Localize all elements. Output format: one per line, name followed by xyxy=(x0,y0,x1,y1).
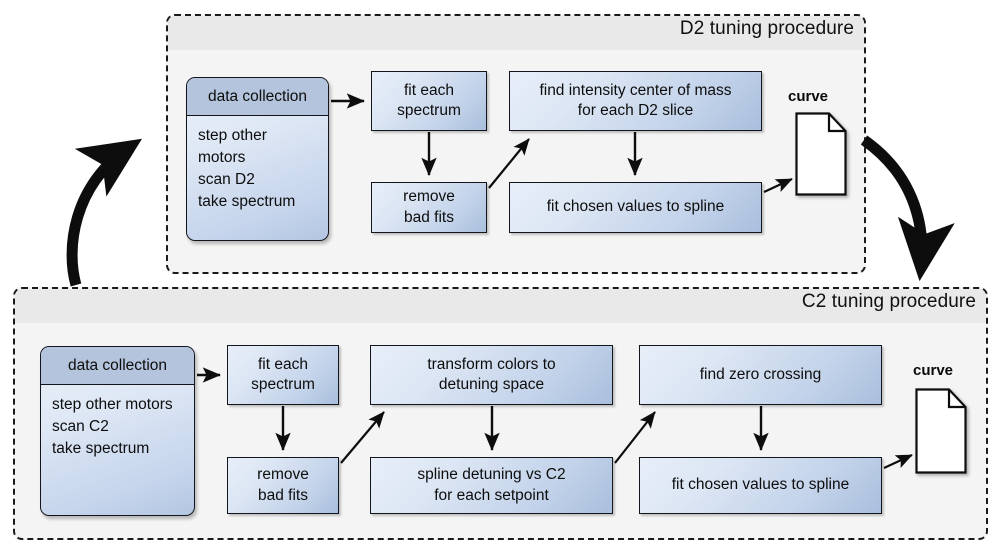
d2-dc-line-1: step other motors xyxy=(198,127,267,166)
c2-transform-colors-box[interactable]: transform colors to detuning space xyxy=(370,345,613,405)
c2-curve-document-icon xyxy=(915,388,967,474)
c2-remove-bad-fits-box[interactable]: remove bad fits xyxy=(227,457,339,514)
d2-fit-spline-label: fit chosen values to spline xyxy=(546,198,725,216)
d2-data-collection-node[interactable]: data collection step other motors scan D… xyxy=(186,77,329,241)
c2-spline-detuning-line-1: spline detuning vs C2 xyxy=(417,466,566,484)
d2-remove-bad-fits-box[interactable]: remove bad fits xyxy=(371,182,487,233)
c2-data-collection-node[interactable]: data collection step other motors scan C… xyxy=(40,346,195,516)
c2-find-zero-crossing-label: find zero crossing xyxy=(699,365,822,383)
loop-arrow-c2-to-d2 xyxy=(66,138,143,287)
c2-remove-bad-fits-line-2: bad fits xyxy=(258,486,308,504)
c2-data-collection-header: data collection xyxy=(41,347,194,385)
d2-fit-spline-box[interactable]: fit chosen values to spline xyxy=(509,182,762,233)
c2-panel-header-band xyxy=(15,289,986,323)
d2-center-of-mass-box[interactable]: find intensity center of mass for each D… xyxy=(509,71,762,131)
c2-curve-label: curve xyxy=(913,362,954,379)
d2-fit-each-spectrum-line-2: spectrum xyxy=(397,102,461,119)
c2-remove-bad-fits-line-1: remove xyxy=(257,466,309,484)
c2-transform-colors-line-1: transform colors to xyxy=(427,355,556,373)
d2-panel-title: D2 tuning procedure xyxy=(679,18,854,39)
c2-spline-detuning-line-2: for each setpoint xyxy=(434,486,549,504)
d2-fit-each-spectrum-box[interactable]: fit each spectrum xyxy=(371,71,487,131)
d2-dc-line-2: scan D2 xyxy=(198,171,255,188)
c2-spline-detuning-box[interactable]: spline detuning vs C2 for each setpoint xyxy=(370,457,613,514)
d2-remove-bad-fits-line-1: remove xyxy=(403,188,455,206)
c2-transform-colors-line-2: detuning space xyxy=(438,376,545,393)
d2-data-collection-body: step other motors scan D2 take spectrum xyxy=(187,116,328,213)
d2-panel-header-band xyxy=(168,16,864,50)
d2-center-of-mass-line-2: for each D2 slice xyxy=(577,102,694,119)
d2-remove-bad-fits-line-2: bad fits xyxy=(404,208,454,226)
c2-dc-line-1: step other motors xyxy=(52,396,173,413)
c2-fit-each-spectrum-box[interactable]: fit each spectrum xyxy=(227,345,339,405)
c2-find-zero-crossing-box[interactable]: find zero crossing xyxy=(639,345,882,405)
c2-fit-spline-box[interactable]: fit chosen values to spline xyxy=(639,457,882,514)
c2-panel-title: C2 tuning procedure xyxy=(801,291,976,312)
d2-curve-label: curve xyxy=(788,88,829,105)
d2-data-collection-header: data collection xyxy=(187,78,328,116)
loop-arrow-d2-to-c2 xyxy=(860,135,955,282)
c2-fit-each-spectrum-line-1: fit each xyxy=(258,355,308,373)
c2-dc-line-3: take spectrum xyxy=(52,440,150,457)
c2-fit-spline-label: fit chosen values to spline xyxy=(671,476,850,494)
c2-data-collection-body: step other motors scan C2 take spectrum xyxy=(41,385,194,460)
d2-center-of-mass-line-1: find intensity center of mass xyxy=(539,81,732,99)
c2-fit-each-spectrum-line-2: spectrum xyxy=(251,376,315,393)
d2-fit-each-spectrum-line-1: fit each xyxy=(404,81,454,99)
d2-curve-document-icon xyxy=(795,112,847,196)
d2-dc-line-3: take spectrum xyxy=(198,193,296,210)
c2-dc-line-2: scan C2 xyxy=(52,418,109,435)
